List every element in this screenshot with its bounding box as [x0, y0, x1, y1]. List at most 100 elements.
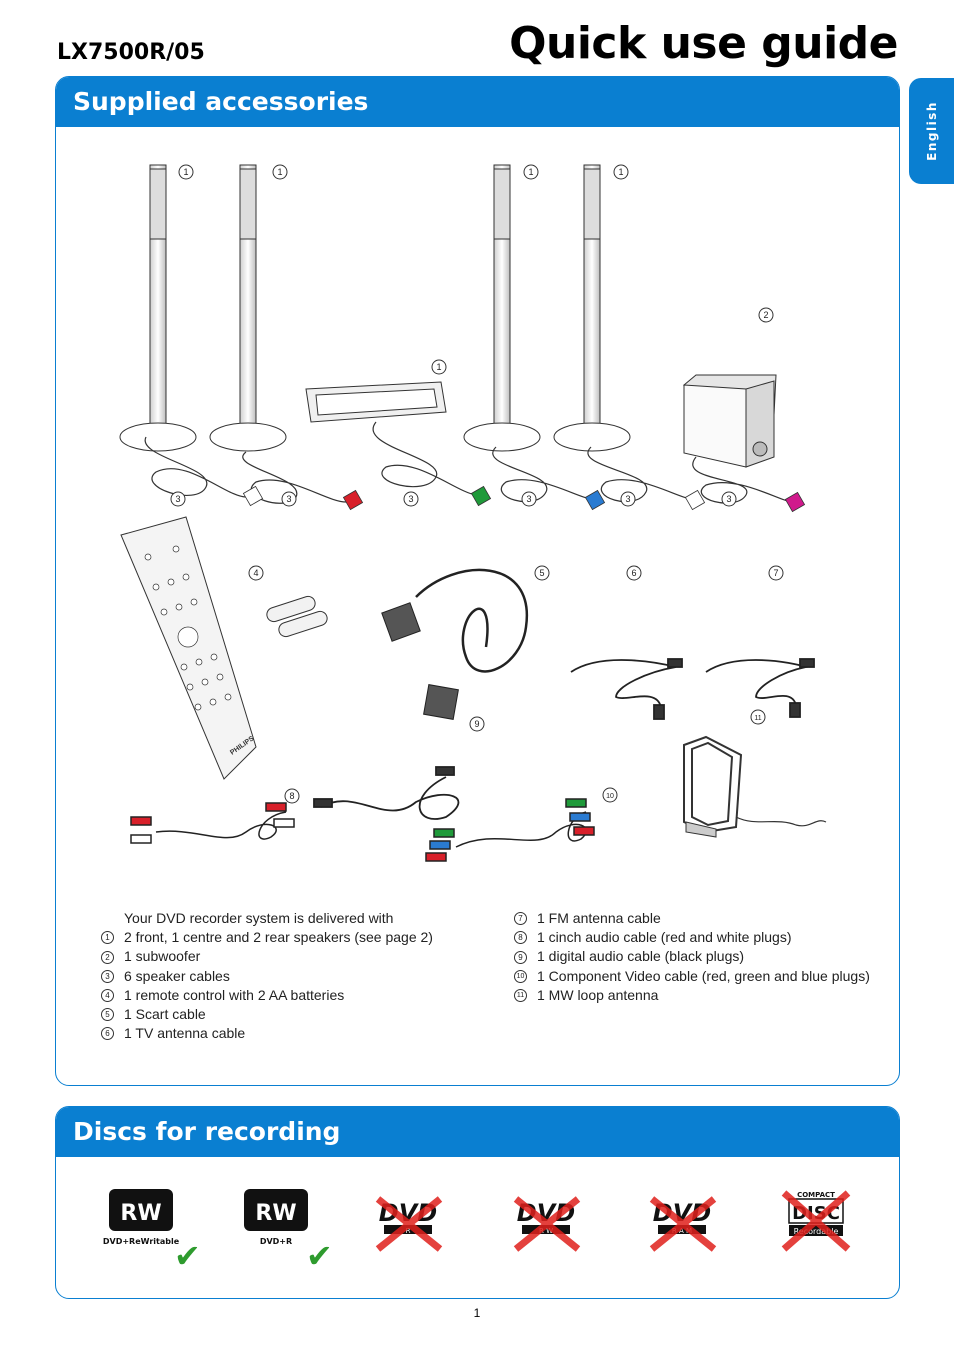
- centre-speaker: [305, 381, 447, 423]
- callout-9: 9: [469, 716, 485, 732]
- scart-cable: [381, 568, 529, 720]
- speaker-plugs: [242, 485, 806, 513]
- callout-5: 5: [534, 565, 550, 581]
- svg-text:9: 9: [474, 719, 479, 729]
- callout-4: 4: [248, 565, 264, 581]
- callout-1e: 1: [431, 359, 447, 375]
- svg-text:R W: R W: [539, 1227, 553, 1235]
- language-tab[interactable]: English: [909, 78, 954, 184]
- callout-3e: 3: [620, 491, 636, 507]
- subwoofer: [682, 374, 777, 468]
- page-number: 1: [473, 1306, 481, 1320]
- svg-text:10: 10: [606, 793, 614, 800]
- supplied-accessories-title: Supplied accessories: [56, 77, 899, 127]
- svg-text:1: 1: [618, 167, 623, 177]
- fm-antenna-cable: [705, 658, 815, 718]
- svg-text:3: 3: [408, 494, 413, 504]
- svg-text:7: 7: [773, 568, 778, 578]
- page-title: Quick use guide: [509, 18, 898, 69]
- svg-text:6: 6: [631, 568, 636, 578]
- callout-6: 6: [626, 565, 642, 581]
- svg-text:1: 1: [528, 167, 533, 177]
- rear-left-speaker: [463, 164, 541, 452]
- svg-text:5: 5: [539, 568, 544, 578]
- intro-line: Your DVD recorder system is delivered wi…: [124, 910, 394, 926]
- not-supported-cross-icon: [375, 1196, 443, 1252]
- not-supported-cross-icon: [649, 1196, 717, 1252]
- svg-text:3: 3: [175, 494, 180, 504]
- svg-text:RW: RW: [255, 1201, 296, 1226]
- disc-logos: RW DVD+ReWritable ✔ RW DVD+R ✔ DVD R DVD: [103, 1189, 851, 1275]
- callout-2: 2: [758, 307, 774, 323]
- discs-for-recording-title: Discs for recording: [56, 1107, 899, 1157]
- front-right-speaker: [209, 164, 287, 452]
- callout-3d: 3: [521, 491, 537, 507]
- svg-text:DVD+ReWritable: DVD+ReWritable: [103, 1237, 180, 1246]
- cd-recordable-logo: COMPACT DISC Recordable: [781, 1190, 851, 1252]
- dvd-r-logo: DVD R: [375, 1196, 443, 1252]
- svg-text:3: 3: [625, 494, 630, 504]
- supplied-accessories-panel: Supplied accessories: [55, 76, 900, 1086]
- not-supported-cross-icon: [781, 1190, 851, 1252]
- svg-text:3: 3: [526, 494, 531, 504]
- svg-text:3: 3: [726, 494, 731, 504]
- discs-for-recording-panel: Discs for recording RW DVD+ReWritable ✔ …: [55, 1106, 900, 1299]
- accessories-list-left: Your DVD recorder system is delivered wi…: [101, 909, 433, 1043]
- callout-1d: 1: [613, 164, 629, 180]
- svg-text:1: 1: [277, 167, 282, 177]
- model-number: LX7500R/05: [57, 40, 205, 65]
- digital-audio-cable: [313, 766, 460, 820]
- callout-3a: 3: [170, 491, 186, 507]
- component-video-cable: [425, 798, 595, 862]
- callout-1b: 1: [272, 164, 288, 180]
- aa-batteries: [266, 595, 328, 638]
- supported-check-icon: ✔: [174, 1237, 201, 1275]
- svg-text:R A M: R A M: [672, 1227, 692, 1235]
- mw-loop-antenna: [683, 735, 827, 838]
- tv-antenna-cable: [570, 658, 683, 720]
- svg-text:RW: RW: [120, 1201, 161, 1226]
- accessories-illustration: PHILIPS: [119, 164, 827, 862]
- callout-7: 7: [768, 565, 784, 581]
- svg-text:1: 1: [183, 167, 188, 177]
- callout-8: 8: [284, 788, 300, 804]
- svg-text:1: 1: [436, 362, 441, 372]
- callout-11: 11: [750, 709, 766, 725]
- svg-text:Recordable: Recordable: [794, 1227, 839, 1236]
- supported-check-icon: ✔: [306, 1237, 333, 1275]
- dvd-plus-r-logo: RW DVD+R: [244, 1189, 308, 1246]
- callout-10: 10: [602, 787, 618, 803]
- svg-text:8: 8: [289, 791, 294, 801]
- dvd-rw-logo: DVD R W: [513, 1196, 581, 1252]
- callout-3c: 3: [403, 491, 419, 507]
- callout-3f: 3: [721, 491, 737, 507]
- callout-1a: 1: [178, 164, 194, 180]
- cinch-audio-cable: [130, 802, 295, 844]
- language-tab-label: English: [924, 101, 939, 161]
- not-supported-cross-icon: [513, 1196, 581, 1252]
- svg-text:DVD+R: DVD+R: [260, 1237, 292, 1246]
- dvd-ram-logo: DVD R A M: [649, 1196, 717, 1252]
- rear-right-speaker: [553, 164, 631, 452]
- svg-text:COMPACT: COMPACT: [797, 1191, 835, 1199]
- svg-text:3: 3: [286, 494, 291, 504]
- callout-3b: 3: [281, 491, 297, 507]
- svg-text:R: R: [406, 1227, 411, 1235]
- front-left-speaker: [119, 164, 197, 452]
- svg-text:2: 2: [763, 310, 768, 320]
- dvd-rewritable-logo: RW DVD+ReWritable: [103, 1189, 180, 1246]
- remote-control: [120, 516, 257, 780]
- callout-1c: 1: [523, 164, 539, 180]
